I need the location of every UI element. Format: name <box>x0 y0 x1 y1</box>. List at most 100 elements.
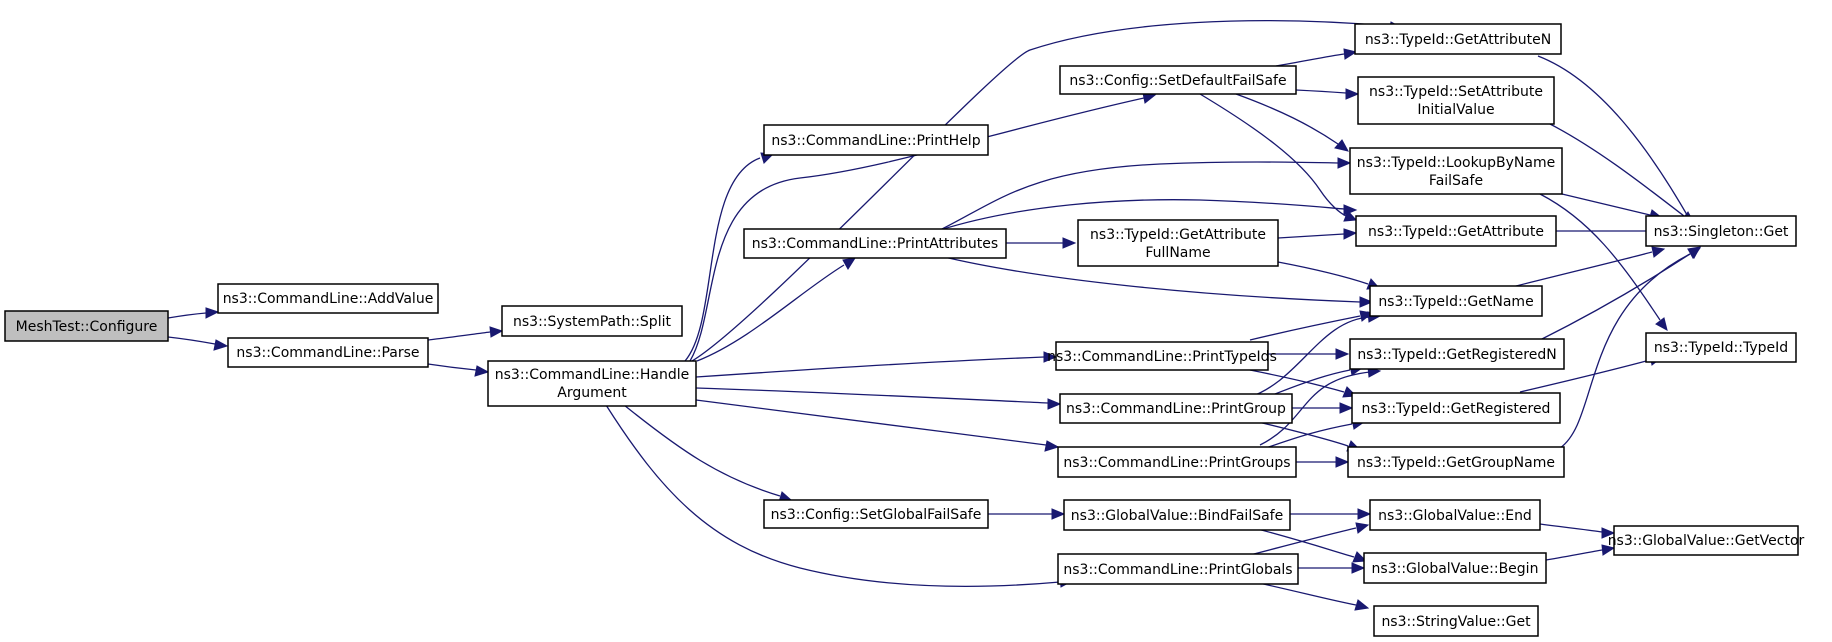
node-label: ns3::Config::SetDefaultFailSafe <box>1069 73 1286 89</box>
node-typeid-getregistered[interactable]: ns3::TypeId::GetRegistered <box>1351 392 1561 424</box>
edge-handleargument-to-printglobals <box>605 404 1074 588</box>
node-label: ns3::GlobalValue::BindFailSafe <box>1071 508 1283 524</box>
edge-printglobals-to-globalvalueend <box>1249 522 1370 556</box>
node-label: FailSafe <box>1429 173 1483 189</box>
node-globalvalue-begin[interactable]: ns3::GlobalValue::Begin <box>1363 552 1547 584</box>
edge-handleargument-to-printtypeids <box>695 351 1058 378</box>
node-label: ns3::CommandLine::PrintAttributes <box>752 236 998 252</box>
node-globalvalue-end[interactable]: ns3::GlobalValue::End <box>1369 499 1541 531</box>
node-commandline-printattributes[interactable]: ns3::CommandLine::PrintAttributes <box>743 228 1007 259</box>
node-label: ns3::CommandLine::PrintGroups <box>1063 455 1290 471</box>
node-label: ns3::TypeId::GetRegistered <box>1362 401 1551 417</box>
edge-getname-to-singleton <box>1511 246 1666 288</box>
node-typeid-getattributefullname[interactable]: ns3::TypeId::GetAttribute FullName <box>1077 219 1279 267</box>
node-label: ns3::CommandLine::PrintGlobals <box>1063 562 1292 578</box>
node-label: ns3::TypeId::GetAttributeN <box>1365 32 1551 48</box>
node-commandline-printtypeids[interactable]: ns3::CommandLine::PrintTypeIds <box>1047 341 1277 371</box>
node-stringvalue-get[interactable]: ns3::StringValue::Get <box>1373 605 1539 637</box>
node-commandline-handleargument[interactable]: ns3::CommandLine::Handle Argument <box>487 360 697 407</box>
node-label: ns3::CommandLine::AddValue <box>223 291 434 307</box>
edge-setdefaultfailsafe-to-getattributen <box>1275 48 1358 67</box>
node-globalvalue-bindfailsafe[interactable]: ns3::GlobalValue::BindFailSafe <box>1063 499 1291 531</box>
edge-getattributefullname-to-getname <box>1277 261 1381 290</box>
node-commandline-printhelp[interactable]: ns3::CommandLine::PrintHelp <box>763 124 989 156</box>
edge-globalvaluebegin-to-getvector <box>1545 544 1616 561</box>
nodes-layer: MeshTest::Configure ns3::CommandLine::Ad… <box>4 23 1805 637</box>
node-label: ns3::CommandLine::PrintHelp <box>771 133 980 149</box>
node-label: ns3::CommandLine::Parse <box>236 345 419 361</box>
node-config-setglobalfailsafe[interactable]: ns3::Config::SetGlobalFailSafe <box>763 499 989 529</box>
edge-setdefaultfailsafe-to-getattribute <box>1199 93 1358 222</box>
edge-setglobalfailsafe-to-bindfailsafe <box>987 508 1066 520</box>
node-label: FullName <box>1145 245 1210 261</box>
node-systempath-split[interactable]: ns3::SystemPath::Split <box>501 305 683 337</box>
node-mesh-test-configure[interactable]: MeshTest::Configure <box>4 310 169 342</box>
node-label: ns3::TypeId::SetAttribute <box>1369 84 1543 100</box>
node-label: InitialValue <box>1417 102 1494 118</box>
node-label: ns3::TypeId::TypeId <box>1654 340 1788 356</box>
node-typeid-setattributeinitialvalue[interactable]: ns3::TypeId::SetAttribute InitialValue <box>1357 76 1555 125</box>
edge-bindfailsafe-to-globalvaluebegin <box>1249 526 1368 563</box>
node-commandline-printgroup[interactable]: ns3::CommandLine::PrintGroup <box>1059 393 1293 424</box>
edge-getattributefullname-to-getattribute <box>1277 228 1358 240</box>
node-typeid-getregisteredn[interactable]: ns3::TypeId::GetRegisteredN <box>1349 338 1565 370</box>
node-label: ns3::Config::SetGlobalFailSafe <box>771 507 982 523</box>
node-commandline-addvalue[interactable]: ns3::CommandLine::AddValue <box>217 283 439 314</box>
edge-configure-to-parse <box>167 336 229 351</box>
edge-getattributen-to-singleton <box>1537 55 1697 233</box>
node-singleton-get[interactable]: ns3::Singleton::Get <box>1645 215 1797 247</box>
node-label: ns3::StringValue::Get <box>1381 614 1531 630</box>
edge-printglobals-to-stringvalueget <box>1249 580 1370 611</box>
edge-printtypeids-to-getregisteredn <box>1267 348 1350 360</box>
edge-getregisteredn-to-singleton <box>1539 246 1701 341</box>
edge-printgroup-to-getregistered <box>1292 402 1354 414</box>
node-typeid-getname[interactable]: ns3::TypeId::GetName <box>1369 285 1543 317</box>
node-label: ns3::GlobalValue::End <box>1378 508 1532 524</box>
node-label: ns3::CommandLine::PrintTypeIds <box>1047 349 1277 365</box>
node-label: ns3::TypeId::GetAttribute <box>1368 224 1544 240</box>
edge-parse-to-handleargument <box>427 363 490 377</box>
node-label: ns3::TypeId::GetAttribute <box>1090 227 1266 243</box>
node-typeid-getattributen[interactable]: ns3::TypeId::GetAttributeN <box>1354 23 1562 55</box>
node-typeid-typeid[interactable]: ns3::TypeId::TypeId <box>1645 332 1797 363</box>
node-label: ns3::TypeId::GetGroupName <box>1357 455 1555 471</box>
edge-printattributes-to-lookupbyname <box>939 157 1352 231</box>
node-label: ns3::CommandLine::PrintGroup <box>1066 401 1286 417</box>
node-typeid-getgroupname[interactable]: ns3::TypeId::GetGroupName <box>1347 446 1565 478</box>
edge-handleargument-to-printattributes <box>696 257 857 362</box>
edge-setdefaultfailsafe-to-setattributeinitialvalue <box>1295 88 1360 100</box>
node-label: ns3::GlobalValue::GetVector <box>1608 533 1805 549</box>
edge-printglobals-to-globalvaluebegin <box>1298 562 1366 574</box>
node-label: ns3::TypeId::GetRegisteredN <box>1357 347 1556 363</box>
node-label: MeshTest::Configure <box>16 319 158 335</box>
node-label: Argument <box>557 385 627 401</box>
edge-handleargument-to-printgroup <box>695 387 1062 410</box>
edge-lookupbyname-to-typeid <box>1539 193 1668 331</box>
node-commandline-printgroups[interactable]: ns3::CommandLine::PrintGroups <box>1057 446 1297 478</box>
node-commandline-parse[interactable]: ns3::CommandLine::Parse <box>227 337 429 368</box>
edge-printtypeids-to-getname <box>1249 310 1374 341</box>
node-config-setdefaultfailsafe[interactable]: ns3::Config::SetDefaultFailSafe <box>1059 65 1297 95</box>
edge-globalvalueend-to-getvector <box>1539 523 1616 539</box>
edge-configure-to-addvalue <box>167 307 220 319</box>
node-typeid-getattribute[interactable]: ns3::TypeId::GetAttribute <box>1355 215 1557 247</box>
node-label: ns3::TypeId::GetName <box>1378 294 1533 310</box>
edge-printattributes-to-getname <box>939 255 1374 308</box>
edge-printattributes-to-getattributefullname <box>1006 237 1077 249</box>
edge-printgroups-to-getgroupname <box>1296 456 1350 468</box>
node-label: ns3::CommandLine::Handle <box>495 367 689 383</box>
edge-handleargument-to-setdefaultfailsafe <box>689 92 1157 362</box>
edge-setdefaultfailsafe-to-lookupbyname <box>1235 93 1349 152</box>
node-commandline-printglobals[interactable]: ns3::CommandLine::PrintGlobals <box>1057 553 1299 585</box>
node-label: ns3::SystemPath::Split <box>513 314 671 330</box>
edge-bindfailsafe-to-globalvalueend <box>1289 508 1372 520</box>
edge-handleargument-to-printgroups <box>695 399 1060 452</box>
node-label: ns3::GlobalValue::Begin <box>1372 561 1539 577</box>
node-typeid-lookupbynamefailsafe[interactable]: ns3::TypeId::LookupByName FailSafe <box>1349 147 1563 195</box>
node-globalvalue-getvector[interactable]: ns3::GlobalValue::GetVector <box>1608 525 1805 556</box>
edge-parse-to-split <box>427 326 504 341</box>
edge-getgroupname-to-singleton <box>1559 247 1702 449</box>
node-label: ns3::TypeId::LookupByName <box>1357 155 1555 171</box>
node-label: ns3::Singleton::Get <box>1654 224 1789 240</box>
